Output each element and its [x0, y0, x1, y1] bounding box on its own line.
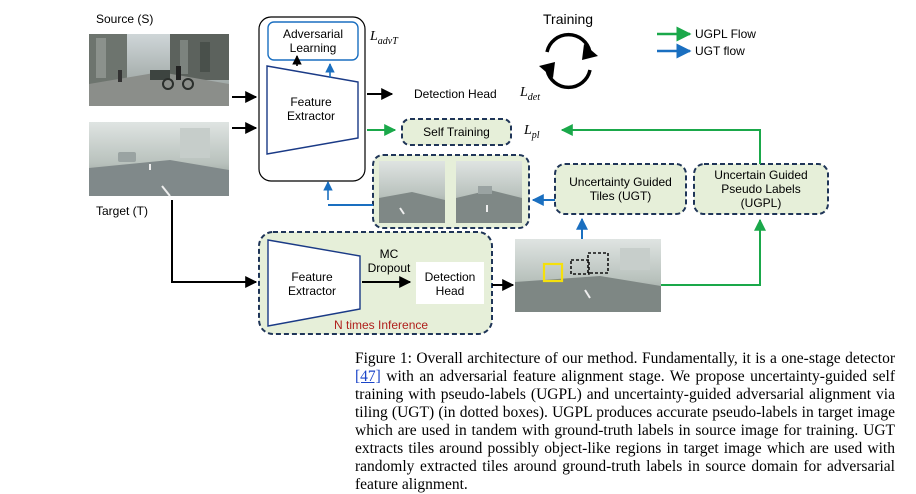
source-label: Source (S)	[96, 12, 154, 26]
mc-dropout-label: MC Dropout	[367, 247, 411, 275]
ugt-label: Uncertainty Guided Tiles (UGT)	[569, 175, 672, 203]
detection-box-dashed-1	[570, 259, 590, 275]
ugt-box	[554, 163, 687, 215]
adversarial-learning-box	[267, 21, 359, 61]
feature-extractor-bottom-label: Feature Extractor	[287, 270, 336, 298]
training-label: Training	[543, 11, 594, 27]
self-training-box	[401, 118, 512, 146]
architecture-diagram	[89, 16, 829, 335]
tile-image-1	[379, 161, 445, 223]
feature-extractor-top	[266, 65, 359, 155]
target-label: Target (T)	[96, 204, 149, 218]
l-det-label: Ldet	[520, 85, 541, 103]
target-image	[89, 122, 229, 197]
tile-image-2	[456, 161, 522, 223]
citation-link[interactable]: [47]	[355, 368, 381, 385]
self-training-label: Self Training	[423, 125, 490, 139]
n-times-inference-label: N times Inference	[334, 318, 429, 332]
feature-extractor-top-label: Feature Extractor	[286, 95, 335, 123]
l-adv-label: LadvT	[370, 29, 398, 47]
feature-extractor-bottom	[267, 239, 361, 327]
ugpl-label: Uncertain Guided Pseudo Labels (UGPL)	[714, 168, 808, 210]
adversarial-learning-label: Adversarial Learning	[282, 27, 344, 55]
figure-caption: Figure 1: Overall architecture of our me…	[355, 350, 895, 493]
l-pl-label: Lpl	[524, 123, 540, 141]
legend-ugt-label: UGT flow	[695, 44, 745, 58]
output-image	[515, 239, 661, 312]
training-cycle-icon	[539, 32, 598, 90]
source-image	[89, 34, 229, 106]
detection-box-dashed-2	[587, 252, 609, 274]
detection-box-yellow	[542, 262, 564, 283]
detection-head-top-label: Detection Head	[414, 87, 497, 101]
legend-ugpl-label: UGPL Flow	[695, 27, 756, 41]
detection-head-bottom-label: Detection Head	[424, 270, 476, 298]
detection-head-bottom	[416, 262, 484, 304]
